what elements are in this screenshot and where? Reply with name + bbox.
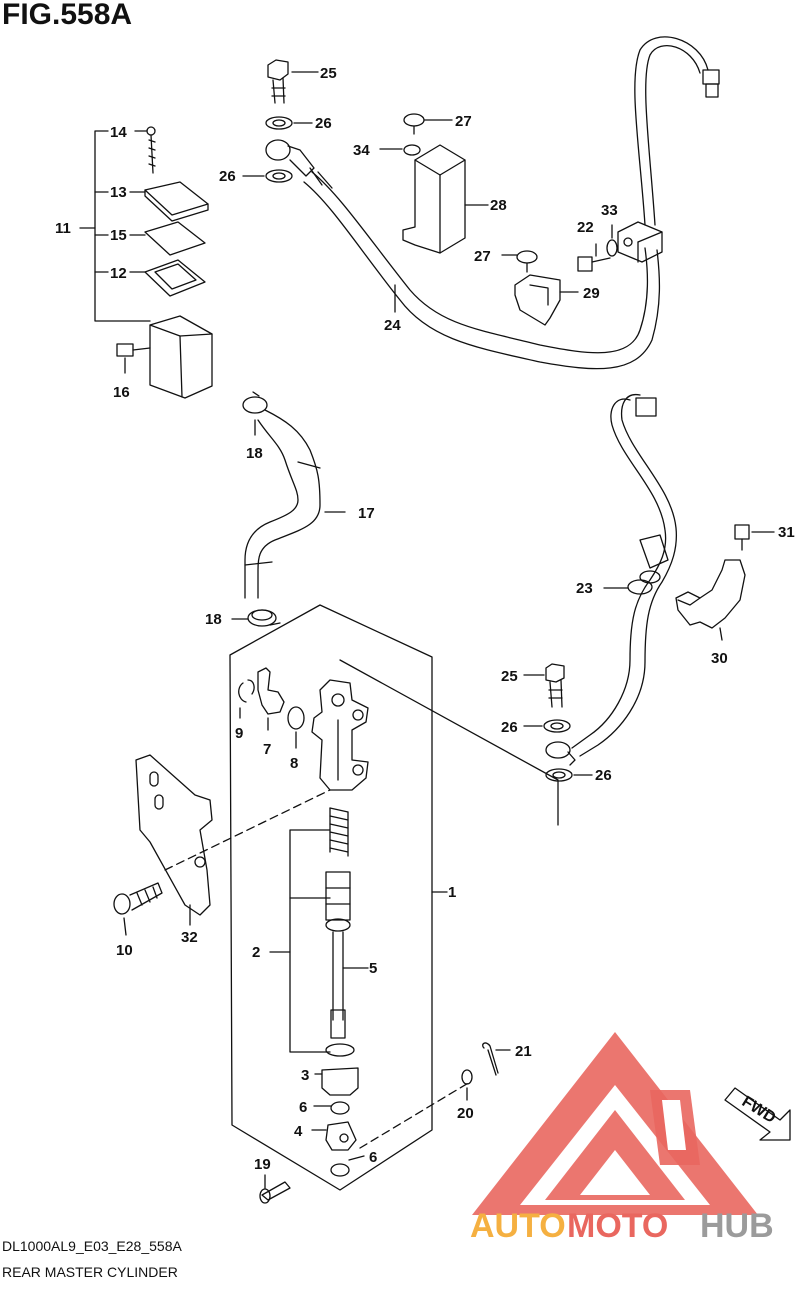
circlip-9-shape xyxy=(238,679,255,703)
cylinder-body xyxy=(311,679,369,791)
callout-26-a: 26 xyxy=(315,115,332,132)
figure-title: FIG.558A xyxy=(2,0,133,31)
callout-19: 19 xyxy=(254,1156,271,1173)
callout-11: 11 xyxy=(55,220,71,237)
callout-6-upper: 6 xyxy=(299,1099,307,1116)
mounting-plate xyxy=(113,754,213,936)
callout-13: 13 xyxy=(110,184,127,201)
master-cylinder-frame xyxy=(164,604,559,1191)
fwd-arrow-shape xyxy=(724,1087,791,1141)
callout-31: 31 xyxy=(778,524,795,541)
callout-28: 28 xyxy=(490,197,507,214)
callout-29: 29 xyxy=(583,285,600,302)
callout-5: 5 xyxy=(369,960,377,977)
lower-brake-hose xyxy=(523,393,678,782)
callout-2: 2 xyxy=(252,944,260,961)
callout-12: 12 xyxy=(110,265,127,282)
hose-bracket xyxy=(675,524,775,641)
callout-32: 32 xyxy=(181,929,198,946)
callout-27-lower: 27 xyxy=(474,248,491,265)
callout-16: 16 xyxy=(113,384,130,401)
section-name: REAR MASTER CYLINDER xyxy=(2,1264,178,1280)
watermark-logo xyxy=(472,1032,758,1215)
callout-30: 30 xyxy=(711,650,728,667)
watermark-hub: HUB xyxy=(700,1207,774,1245)
callout-8: 8 xyxy=(290,755,298,772)
callout-21: 21 xyxy=(515,1043,532,1060)
hose-guard xyxy=(379,113,579,326)
callout-22: 22 xyxy=(577,219,594,236)
callout-18-upper: 18 xyxy=(246,445,263,462)
callout-18-lower: 18 xyxy=(205,611,222,628)
callout-15: 15 xyxy=(110,227,127,244)
callout-9: 9 xyxy=(235,725,243,742)
watermark-auto: AUTO xyxy=(470,1207,566,1245)
spring xyxy=(329,807,349,857)
callout-33: 33 xyxy=(601,202,618,219)
callout-17: 17 xyxy=(358,505,375,522)
callout-25-upper: 25 xyxy=(320,65,337,82)
callout-26-c: 26 xyxy=(501,719,518,736)
reservoir-hose xyxy=(231,391,346,627)
callout-4: 4 xyxy=(294,1123,303,1140)
callout-14: 14 xyxy=(110,124,127,141)
callout-6-lower: 6 xyxy=(369,1149,377,1166)
callout-24: 24 xyxy=(384,317,401,334)
callout-26-d: 26 xyxy=(595,767,612,784)
callout-26-b: 26 xyxy=(219,168,236,185)
model-code: DL1000AL9_E03_E28_558A xyxy=(2,1238,182,1254)
callout-27-upper: 27 xyxy=(455,113,472,130)
watermark-text: AUTO MOTO HUB xyxy=(470,1207,774,1245)
upper-brake-hose xyxy=(242,36,720,370)
callout-23: 23 xyxy=(576,580,593,597)
callout-1: 1 xyxy=(448,884,456,901)
callout-10: 10 xyxy=(116,942,133,959)
callout-3: 3 xyxy=(301,1067,309,1084)
callout-labels: 1 2 3 4 5 6 6 7 8 9 10 11 12 13 14 15 16… xyxy=(55,65,795,1173)
callout-20: 20 xyxy=(457,1105,474,1122)
callout-7: 7 xyxy=(263,741,271,758)
callout-25-lower: 25 xyxy=(501,668,518,685)
watermark-moto: MOTO xyxy=(567,1207,668,1245)
callout-34: 34 xyxy=(353,142,370,159)
reservoir-assembly xyxy=(79,126,213,399)
